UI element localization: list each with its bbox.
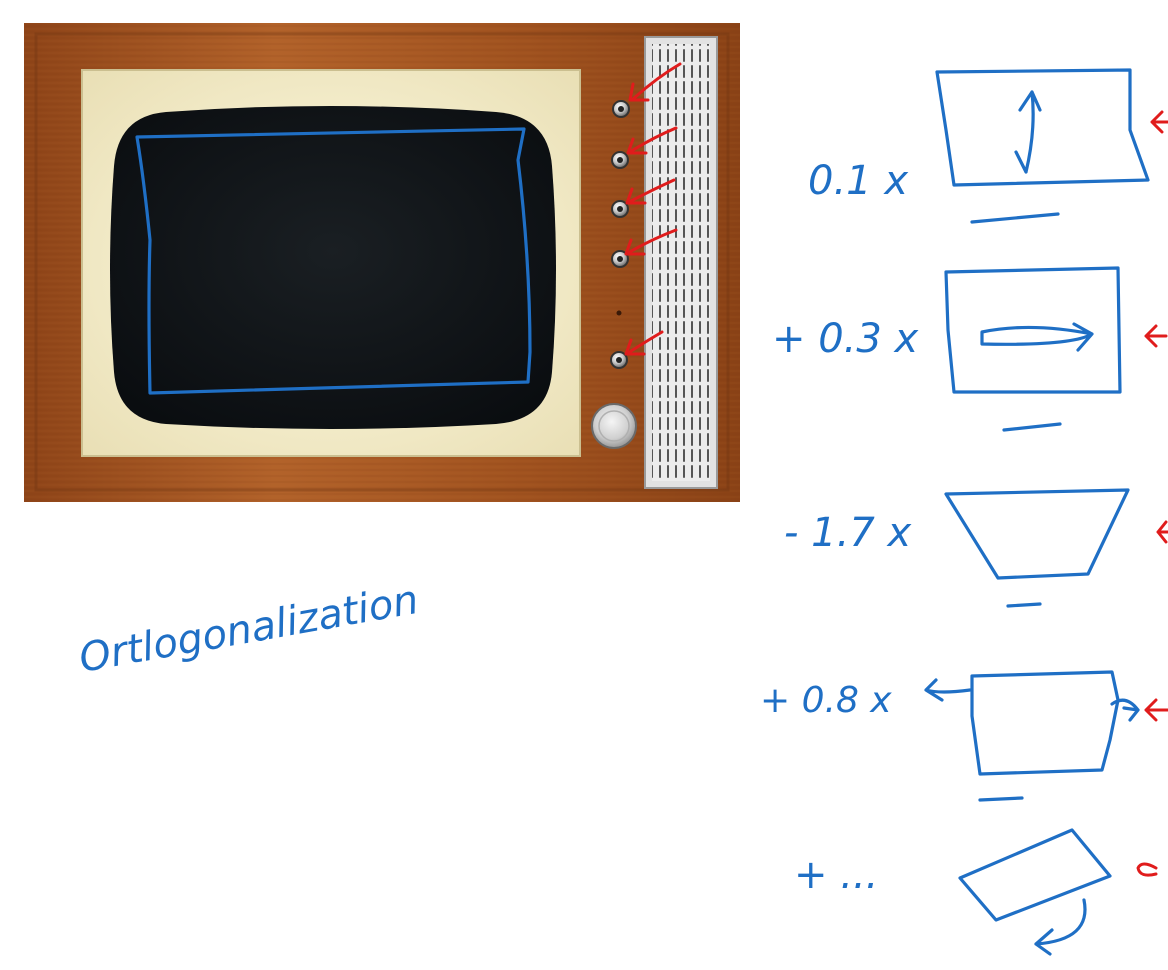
red-arrow-icon bbox=[1150, 110, 1168, 134]
vertical-double-arrow bbox=[1014, 90, 1042, 174]
coefficient-label: + 0.8 x bbox=[760, 680, 892, 721]
knob-icon bbox=[611, 250, 629, 268]
tv-screen bbox=[110, 106, 556, 429]
red-arrow-icon bbox=[624, 330, 664, 356]
decomposition-row-4: + 0.8 x bbox=[760, 670, 1168, 802]
knob-icon bbox=[611, 151, 629, 169]
underline bbox=[970, 212, 1060, 224]
orthogonalization-note: Ortlogonalization bbox=[76, 577, 422, 682]
red-arrow-icon bbox=[628, 62, 682, 102]
shape-rect bbox=[935, 68, 1150, 187]
coefficient-label: - 1.7 x bbox=[784, 510, 911, 556]
coefficient-label: + 0.3 x bbox=[772, 316, 919, 362]
indicator-dot bbox=[616, 310, 622, 316]
knob-icon bbox=[611, 200, 629, 218]
left-arrow bbox=[924, 678, 972, 702]
dial-icon bbox=[591, 403, 637, 449]
red-arrow-icon bbox=[625, 178, 676, 205]
shape-trapezoid bbox=[944, 488, 1130, 580]
coefficient-label: 0.1 x bbox=[808, 158, 908, 204]
decomposition-row-5: + ... bbox=[794, 828, 1158, 956]
red-arrow-icon bbox=[624, 228, 678, 256]
red-arrow-icon bbox=[1144, 698, 1168, 722]
underline bbox=[978, 796, 1024, 802]
red-arrow-icon bbox=[626, 126, 678, 155]
shape-rect bbox=[970, 670, 1120, 776]
knob-icon bbox=[612, 100, 630, 118]
rotation-arrow bbox=[1034, 898, 1087, 956]
underline bbox=[1006, 602, 1042, 608]
coefficient-label: + ... bbox=[794, 852, 878, 898]
right-arrow bbox=[1110, 698, 1140, 722]
red-arrow-icon bbox=[1156, 520, 1168, 544]
decomposition-row-1: 0.1 x bbox=[808, 68, 1168, 224]
knob-icon bbox=[610, 351, 628, 369]
decomposition-row-3: - 1.7 x bbox=[784, 488, 1168, 608]
screen-outline-stroke bbox=[135, 127, 532, 395]
shape-rotated-rect bbox=[958, 828, 1112, 922]
shape-rect bbox=[944, 266, 1122, 394]
red-arrow-icon bbox=[1144, 324, 1168, 348]
underline bbox=[1002, 422, 1062, 432]
tv-photo bbox=[24, 23, 740, 502]
decomposition-row-2: + 0.3 x bbox=[772, 266, 1168, 432]
horizontal-double-arrow bbox=[980, 322, 1094, 352]
red-arrow-icon bbox=[1136, 862, 1158, 877]
